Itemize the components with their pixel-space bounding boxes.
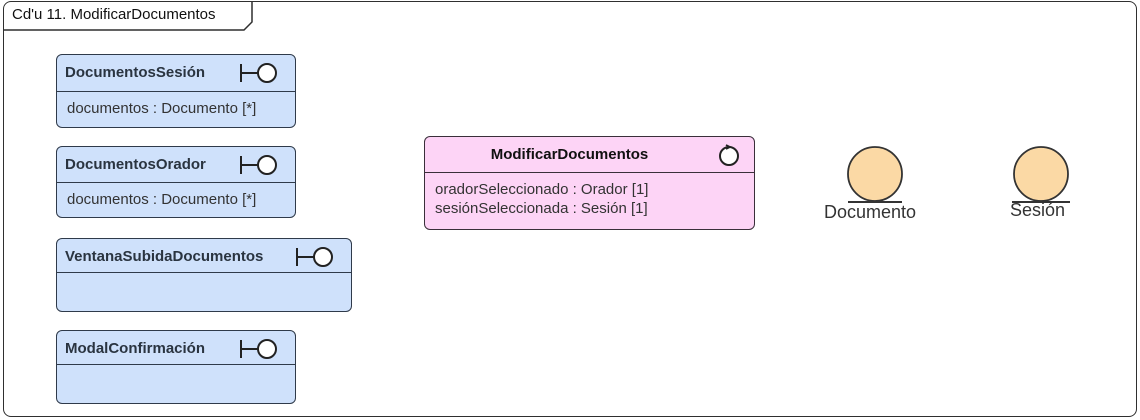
class-name: VentanaSubidaDocumentos	[65, 248, 264, 265]
class-name: ModalConfirmación	[65, 340, 206, 357]
class-attribute: documentos : Documento [*]	[67, 100, 257, 117]
boundary-icon	[240, 339, 277, 359]
boundary-class-documentos-sesion[interactable]: DocumentosSesión documentos : Documento …	[56, 54, 296, 128]
entity-label: Documento	[824, 202, 917, 222]
control-class-modificar-documentos[interactable]: ModificarDocumentos oradorSeleccionado :…	[424, 136, 755, 230]
entity-icon	[847, 146, 903, 203]
boundary-icon	[240, 155, 277, 175]
class-attribute: sesiónSeleccionada : Sesión [1]	[435, 200, 648, 217]
class-name: DocumentosSesión	[65, 64, 206, 81]
control-icon	[719, 144, 739, 166]
class-attribute: oradorSeleccionado : Orador [1]	[435, 181, 649, 198]
entity-documento[interactable]: Documento	[818, 146, 938, 226]
boundary-class-documentos-orador[interactable]: DocumentosOrador documentos : Documento …	[56, 146, 296, 218]
class-attribute: documentos : Documento [*]	[67, 191, 257, 208]
entity-sesion[interactable]: Sesión	[1000, 146, 1090, 226]
class-name: DocumentosOrador	[65, 156, 206, 173]
entity-label: Sesión	[1010, 200, 1066, 220]
boundary-icon	[240, 63, 277, 83]
boundary-class-ventana-subida-documentos[interactable]: VentanaSubidaDocumentos	[56, 238, 352, 312]
class-name: ModificarDocumentos	[490, 146, 649, 163]
entity-icon	[1012, 146, 1070, 203]
frame-title: Cd'u 11. ModificarDocumentos	[12, 6, 216, 23]
diagram-frame: Cd'u 11. ModificarDocumentos	[3, 1, 1137, 417]
boundary-class-modal-confirmacion[interactable]: ModalConfirmación	[56, 330, 296, 404]
boundary-icon	[296, 247, 333, 267]
frame-title-tab	[4, 2, 253, 31]
